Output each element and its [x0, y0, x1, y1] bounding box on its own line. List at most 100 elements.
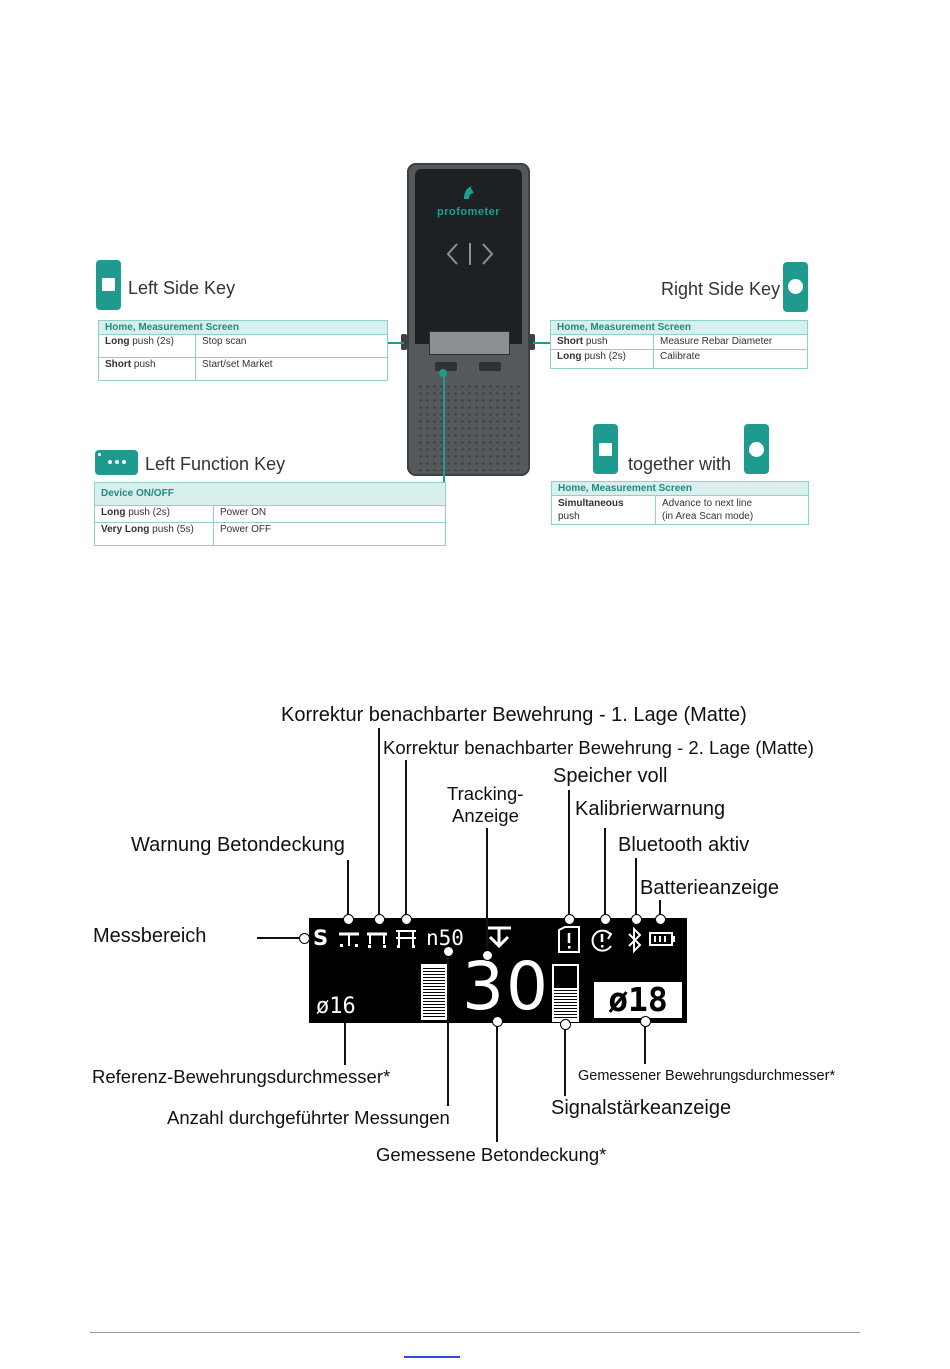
right-side-key-icon	[783, 262, 808, 312]
pointer-dot	[600, 914, 611, 925]
push-type: Short	[557, 336, 584, 347]
device-left-function-button[interactable]	[435, 362, 457, 371]
tracking-icon	[487, 926, 511, 949]
right-side-key-icon	[744, 424, 769, 474]
pointer-line	[564, 1023, 566, 1096]
device-left-side-key[interactable]	[401, 334, 407, 350]
push-duration: push	[131, 359, 156, 370]
label-reference-diameter: Referenz-Bewehrungsdurchmesser*	[92, 1066, 391, 1087]
function-key-connector	[443, 372, 445, 482]
table-row: Long push (2s) Calibrate	[551, 350, 807, 368]
push-duration: push (2s)	[125, 507, 170, 518]
function-key-connector-dot	[439, 369, 447, 377]
battery-icon	[649, 932, 675, 946]
label-measuring-range: Messbereich	[93, 925, 207, 947]
pointer-line	[447, 950, 449, 1106]
label-correction-layer-2: Korrektur benachbarter Bewehrung - 2. La…	[383, 737, 814, 758]
brand-logo-icon	[464, 186, 475, 199]
label-measured-cover: Gemessene Betondeckung*	[376, 1144, 607, 1165]
bluetooth-icon	[628, 926, 642, 954]
action-text: Power OFF	[220, 524, 272, 535]
footer-link[interactable]	[404, 1356, 460, 1358]
action-text: (in Area Scan mode)	[662, 511, 754, 522]
measured-diameter-value: ø18	[594, 982, 682, 1018]
push-duration: push	[583, 336, 608, 347]
label-measured-diameter: Gemessener Bewehrungsdurchmesser*	[578, 1068, 836, 1084]
pointer-line	[644, 1021, 646, 1064]
pointer-line	[568, 790, 570, 918]
label-cover-warning: Warnung Betondeckung	[131, 834, 345, 856]
scan-arrows-icon	[446, 243, 494, 265]
left-function-key-icon	[95, 450, 138, 475]
pointer-dot	[343, 914, 354, 925]
pointer-line	[344, 1023, 346, 1065]
range-letter: S	[313, 926, 329, 950]
action-text: Power ON	[220, 507, 267, 518]
pointer-line	[486, 828, 488, 954]
push-type: Long	[101, 507, 126, 518]
label-measurement-count: Anzahl durchgeführter Messungen	[167, 1107, 450, 1128]
pointer-line	[378, 728, 380, 918]
device-right-function-button[interactable]	[479, 362, 501, 371]
pointer-dot	[564, 914, 575, 925]
pointer-line	[659, 900, 661, 918]
pointer-dot	[482, 950, 493, 961]
pointer-dot	[299, 933, 310, 944]
footer-divider	[90, 1332, 860, 1333]
push-type: Very Long	[101, 524, 150, 535]
cover-warning-icon	[339, 932, 359, 947]
label-correction-layer-1: Korrektur benachbarter Bewehrung - 1. La…	[281, 704, 747, 726]
pointer-line	[257, 937, 309, 939]
label-tracking-line-1: Tracking-	[447, 783, 524, 804]
table-header: Home, Measurement Screen	[552, 482, 808, 496]
table-header: Device ON/OFF	[95, 483, 445, 506]
pointer-line	[496, 1020, 498, 1142]
measured-cover-value: 30	[462, 948, 550, 1025]
action-text: Stop scan	[202, 336, 247, 347]
table-row: Very Long push (5s) Power OFF	[95, 523, 445, 545]
speaker-grille	[417, 383, 520, 471]
table-header: Home, Measurement Screen	[99, 321, 387, 335]
pointer-dot	[401, 914, 412, 925]
pointer-dot	[560, 1019, 571, 1030]
left-side-key-icon	[593, 424, 618, 474]
action-text: Calibrate	[660, 351, 701, 362]
device-illustration: profometer	[407, 163, 530, 476]
pointer-line	[405, 760, 407, 918]
table-header: Home, Measurement Screen	[551, 321, 807, 335]
label-memory-full: Speicher voll	[553, 765, 668, 787]
left-function-key-table: Device ON/OFF Long push (2s) Power ON Ve…	[94, 482, 446, 546]
push-duration: push (2s)	[581, 351, 626, 362]
label-calibration-warning: Kalibrierwarnung	[575, 798, 726, 820]
label-bluetooth: Bluetooth aktiv	[618, 834, 750, 856]
device-right-side-key[interactable]	[529, 334, 535, 350]
right-side-key-table: Home, Measurement Screen Short push Meas…	[550, 320, 808, 369]
signal-strength-bar	[552, 964, 579, 1022]
left-side-key-title: Left Side Key	[128, 278, 236, 298]
left-function-key-title: Left Function Key	[145, 454, 286, 474]
cover-bar-gauge	[421, 964, 447, 1020]
action-text: Advance to next line	[662, 498, 753, 509]
brand-name: profometer	[436, 206, 501, 218]
right-side-connector	[533, 342, 550, 344]
correction-layer-2-icon	[396, 930, 416, 948]
device-screen	[429, 331, 510, 355]
pointer-line	[347, 860, 349, 918]
table-row: Short push Start/set Market	[99, 358, 387, 380]
table-row: Long push (2s) Stop scan	[99, 335, 387, 358]
push-type: Long	[557, 351, 582, 362]
push-type: Long	[105, 336, 130, 347]
reference-diameter: ø16	[316, 994, 356, 1019]
pointer-line	[635, 858, 637, 918]
table-row: Short push Measure Rebar Diameter	[551, 335, 807, 350]
action-text: Measure Rebar Diameter	[660, 336, 773, 347]
label-tracking-line-2: Anzeige	[452, 805, 519, 826]
label-battery: Batterieanzeige	[640, 877, 779, 899]
action-text: Start/set Market	[202, 359, 273, 370]
pointer-dot	[640, 1016, 651, 1027]
correction-layer-1-icon	[367, 932, 387, 948]
push-duration: push (2s)	[129, 336, 174, 347]
lcd-display: S n50 ø1	[309, 918, 687, 1023]
